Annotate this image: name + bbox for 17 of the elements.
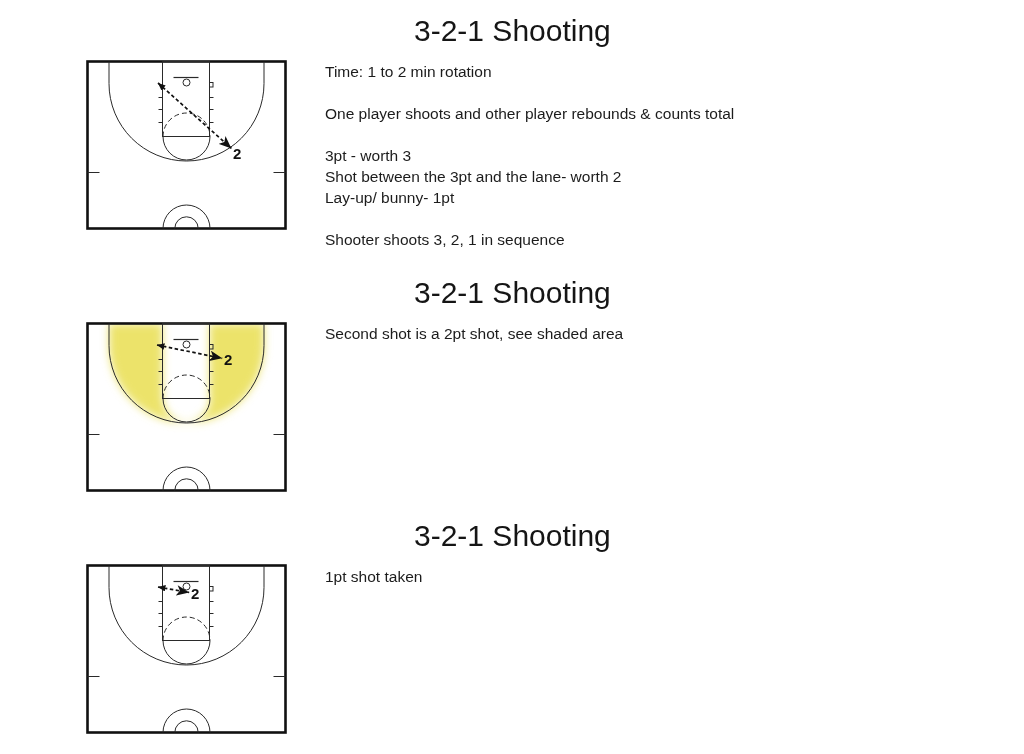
dashed-arrow — [156, 343, 224, 361]
position-number: 2 — [223, 351, 234, 368]
note-text: 1pt shot taken — [325, 566, 423, 586]
note-text: 3pt - worth 3 — [325, 145, 412, 165]
section-heading: 3-2-1 Shooting — [414, 14, 611, 48]
position-number: 2 — [190, 585, 201, 602]
note-text: Time: 1 to 2 min rotation — [325, 61, 492, 81]
note-text: One player shoots and other player rebounds & counts total — [325, 103, 735, 123]
section-heading: 3-2-1 Shooting — [414, 276, 611, 310]
note-text: Lay-up/ bunny- 1pt — [325, 187, 455, 207]
note-text: Shooter shoots 3, 2, 1 in sequence — [325, 229, 565, 249]
note-text: Second shot is a 2pt shot, see shaded area — [325, 323, 624, 343]
dashed-arrow — [157, 585, 191, 596]
position-number: 2 — [232, 145, 243, 162]
dashed-arrow — [157, 82, 233, 150]
note-text: Shot between the 3pt and the lane- worth 2 — [325, 166, 622, 186]
section-heading: 3-2-1 Shooting — [414, 519, 611, 553]
